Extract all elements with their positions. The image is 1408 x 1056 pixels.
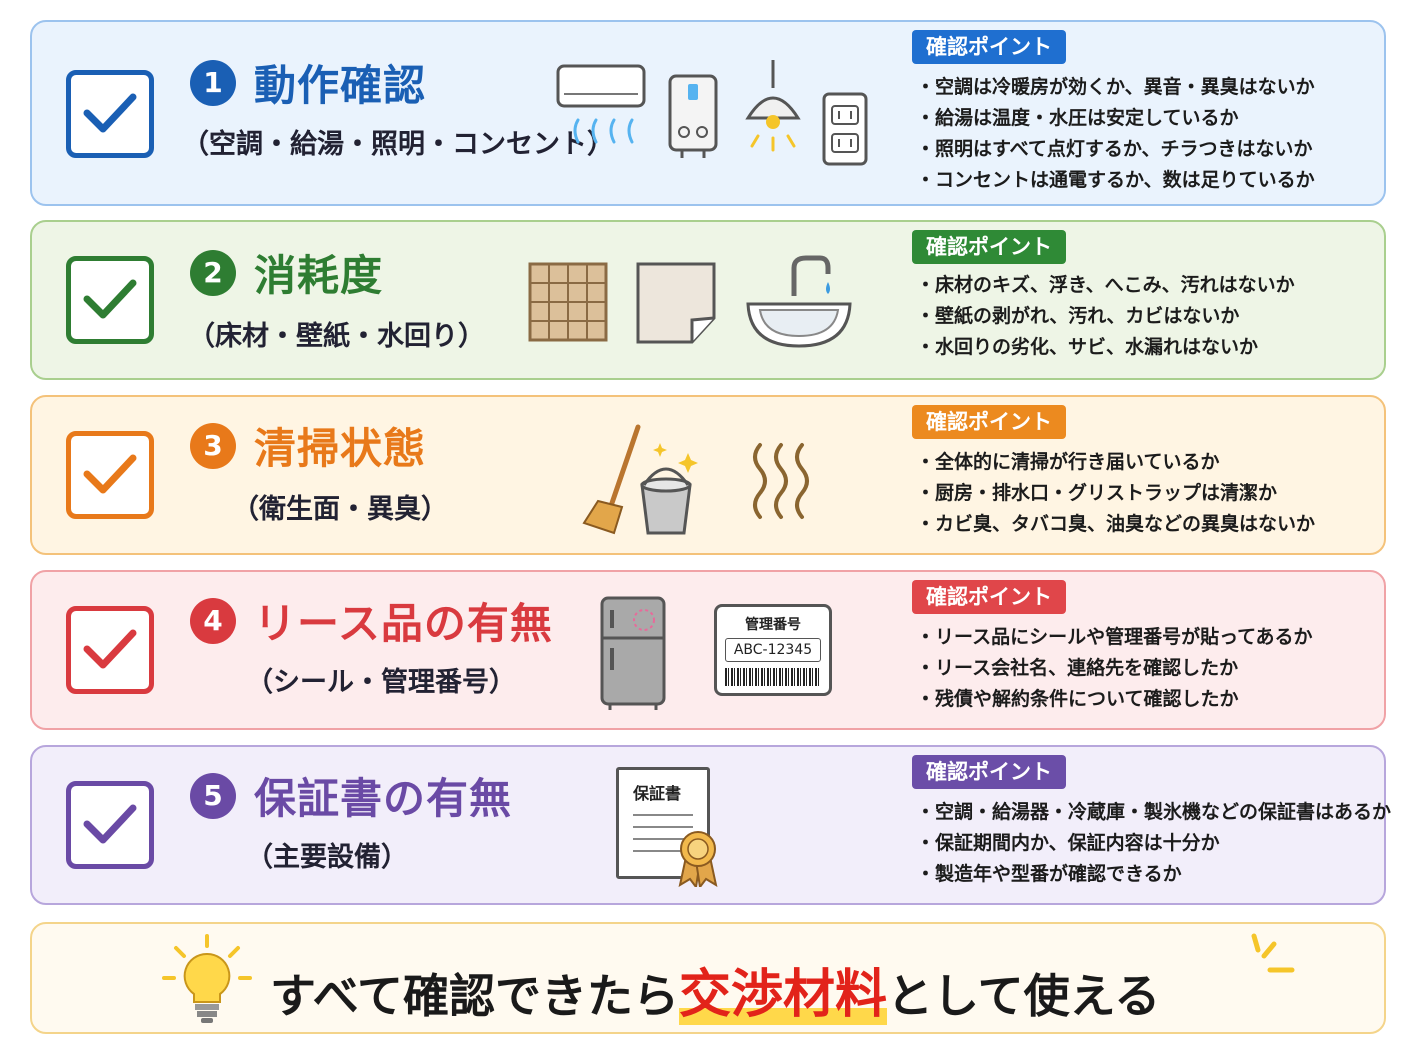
- list-item: 水回りの劣化、サビ、水漏れはないか: [916, 332, 1295, 363]
- check-point-list: 空調・給湯器・冷蔵庫・製氷機などの保証書はあるか 保証期間内か、保証内容は十分か…: [916, 797, 1391, 890]
- check-point-list: リース品にシールや管理番号が貼ってあるか リース会社名、連絡先を確認したか 残債…: [916, 622, 1313, 715]
- check-point-badge: 確認ポイント: [912, 230, 1066, 264]
- label-tag-code: ABC-12345: [725, 638, 821, 662]
- section-card-5: 5 保証書の有無 （主要設備） 保証書 確認ポイント 空調・給湯器・冷蔵庫・製氷…: [30, 745, 1391, 905]
- section-subtitle: （床材・壁紙・水回り）: [188, 321, 485, 352]
- section-subtitle: （シール・管理番号）: [246, 667, 516, 698]
- water-heater-icon: [668, 74, 718, 158]
- check-point-list: 空調は冷暖房が効くか、異音・異臭はないか 給湯は温度・水圧は安定しているか 照明…: [916, 72, 1315, 196]
- list-item: リース会社名、連絡先を確認したか: [916, 653, 1313, 684]
- check-icon[interactable]: [66, 781, 154, 869]
- air-conditioner-icon: [556, 64, 646, 144]
- award-ribbon-icon: [678, 831, 718, 887]
- ceiling-lamp-icon: [745, 60, 801, 152]
- section-subtitle: （主要設備）: [246, 842, 408, 873]
- summary-text-after: として使える: [886, 969, 1161, 1023]
- list-item: 給湯は温度・水圧は安定しているか: [916, 103, 1315, 134]
- check-point-list: 全体的に清掃が行き届いているか 厨房・排水口・グリストラップは清潔か カビ臭、タ…: [916, 447, 1315, 540]
- section-title: 消耗度: [254, 251, 384, 300]
- label-tag-code-text: ABC-12345: [733, 642, 813, 658]
- list-item: カビ臭、タバコ臭、油臭などの異臭はないか: [916, 509, 1315, 540]
- section-title: リース品の有無: [254, 599, 553, 648]
- check-point-badge: 確認ポイント: [912, 580, 1066, 614]
- label-tag-title: 管理番号: [745, 617, 801, 633]
- list-item: コンセントは通電するか、数は足りているか: [916, 165, 1315, 196]
- list-item: 残債や解約条件について確認したか: [916, 684, 1313, 715]
- check-icon[interactable]: [66, 431, 154, 519]
- check-point-badge: 確認ポイント: [912, 755, 1066, 789]
- barcode-icon: [725, 668, 821, 686]
- list-item: 照明はすべて点灯するか、チラつきはないか: [916, 134, 1315, 165]
- list-item: リース品にシールや管理番号が貼ってあるか: [916, 622, 1313, 653]
- list-item: 保証期間内か、保証内容は十分か: [916, 828, 1391, 859]
- section-number: 1: [190, 60, 236, 106]
- outlet-icon: [822, 92, 868, 166]
- check-point-badge: 確認ポイント: [912, 405, 1066, 439]
- list-item: 全体的に清掃が行き届いているか: [916, 447, 1315, 478]
- section-title: 動作確認: [254, 61, 427, 110]
- list-item: 厨房・排水口・グリストラップは清潔か: [916, 478, 1315, 509]
- section-title: 清掃状態: [254, 424, 427, 473]
- sink-icon: [746, 255, 852, 348]
- summary-text-before: すべて確認できたら: [270, 969, 679, 1023]
- section-subtitle: （空調・給湯・照明・コンセント）: [182, 129, 614, 160]
- light-bulb-icon: [162, 934, 252, 1023]
- section-card-2: 2 消耗度 （床材・壁紙・水回り） 確認ポイント 床材のキズ、浮き、へこみ、汚れ…: [30, 220, 1386, 380]
- floor-tile-icon: [528, 262, 608, 342]
- certificate-title: 保証書: [633, 784, 682, 803]
- check-icon[interactable]: [66, 256, 154, 344]
- list-item: 空調・給湯器・冷蔵庫・製氷機などの保証書はあるか: [916, 797, 1391, 828]
- section-number: 3: [190, 423, 236, 469]
- list-item: 空調は冷暖房が効くか、異音・異臭はないか: [916, 72, 1315, 103]
- check-icon[interactable]: [66, 70, 154, 158]
- section-subtitle: （衛生面・異臭）: [232, 494, 448, 525]
- summary-text: すべて確認できたら交渉材料として使える: [270, 952, 1160, 1027]
- summary-highlight: 交渉材料: [678, 965, 887, 1025]
- label-tag-icon: 管理番号 ABC-12345: [714, 604, 832, 696]
- odor-icon: [753, 443, 809, 519]
- refrigerator-icon: [600, 596, 666, 710]
- section-number: 2: [190, 250, 236, 296]
- section-card-4: 4 リース品の有無 （シール・管理番号） 管理番号 ABC-12345 確認ポイ…: [30, 570, 1386, 730]
- sparkle-icon: [1251, 933, 1295, 973]
- section-card-3: 3 清掃状態 （衛生面・異臭） 確認ポイント 全体的に清掃が行き届いているか 厨…: [30, 395, 1386, 555]
- wallpaper-icon: [636, 262, 716, 344]
- list-item: 壁紙の剥がれ、汚れ、カビはないか: [916, 301, 1295, 332]
- summary-banner: すべて確認できたら交渉材料として使える: [30, 922, 1386, 1034]
- section-number: 5: [190, 773, 236, 819]
- section-card-1: 1 動作確認 （空調・給湯・照明・コンセント） 確認ポイント 空調は冷暖房が効く…: [30, 20, 1386, 206]
- warranty-certificate-icon: 保証書: [616, 767, 718, 887]
- check-point-badge: 確認ポイント: [912, 30, 1066, 64]
- section-number: 4: [190, 598, 236, 644]
- check-icon[interactable]: [66, 606, 154, 694]
- check-point-list: 床材のキズ、浮き、へこみ、汚れはないか 壁紙の剥がれ、汚れ、カビはないか 水回り…: [916, 270, 1295, 363]
- broom-bucket-icon: [582, 424, 698, 535]
- list-item: 製造年や型番が確認できるか: [916, 859, 1391, 890]
- list-item: 床材のキズ、浮き、へこみ、汚れはないか: [916, 270, 1295, 301]
- section-title: 保証書の有無: [254, 774, 513, 823]
